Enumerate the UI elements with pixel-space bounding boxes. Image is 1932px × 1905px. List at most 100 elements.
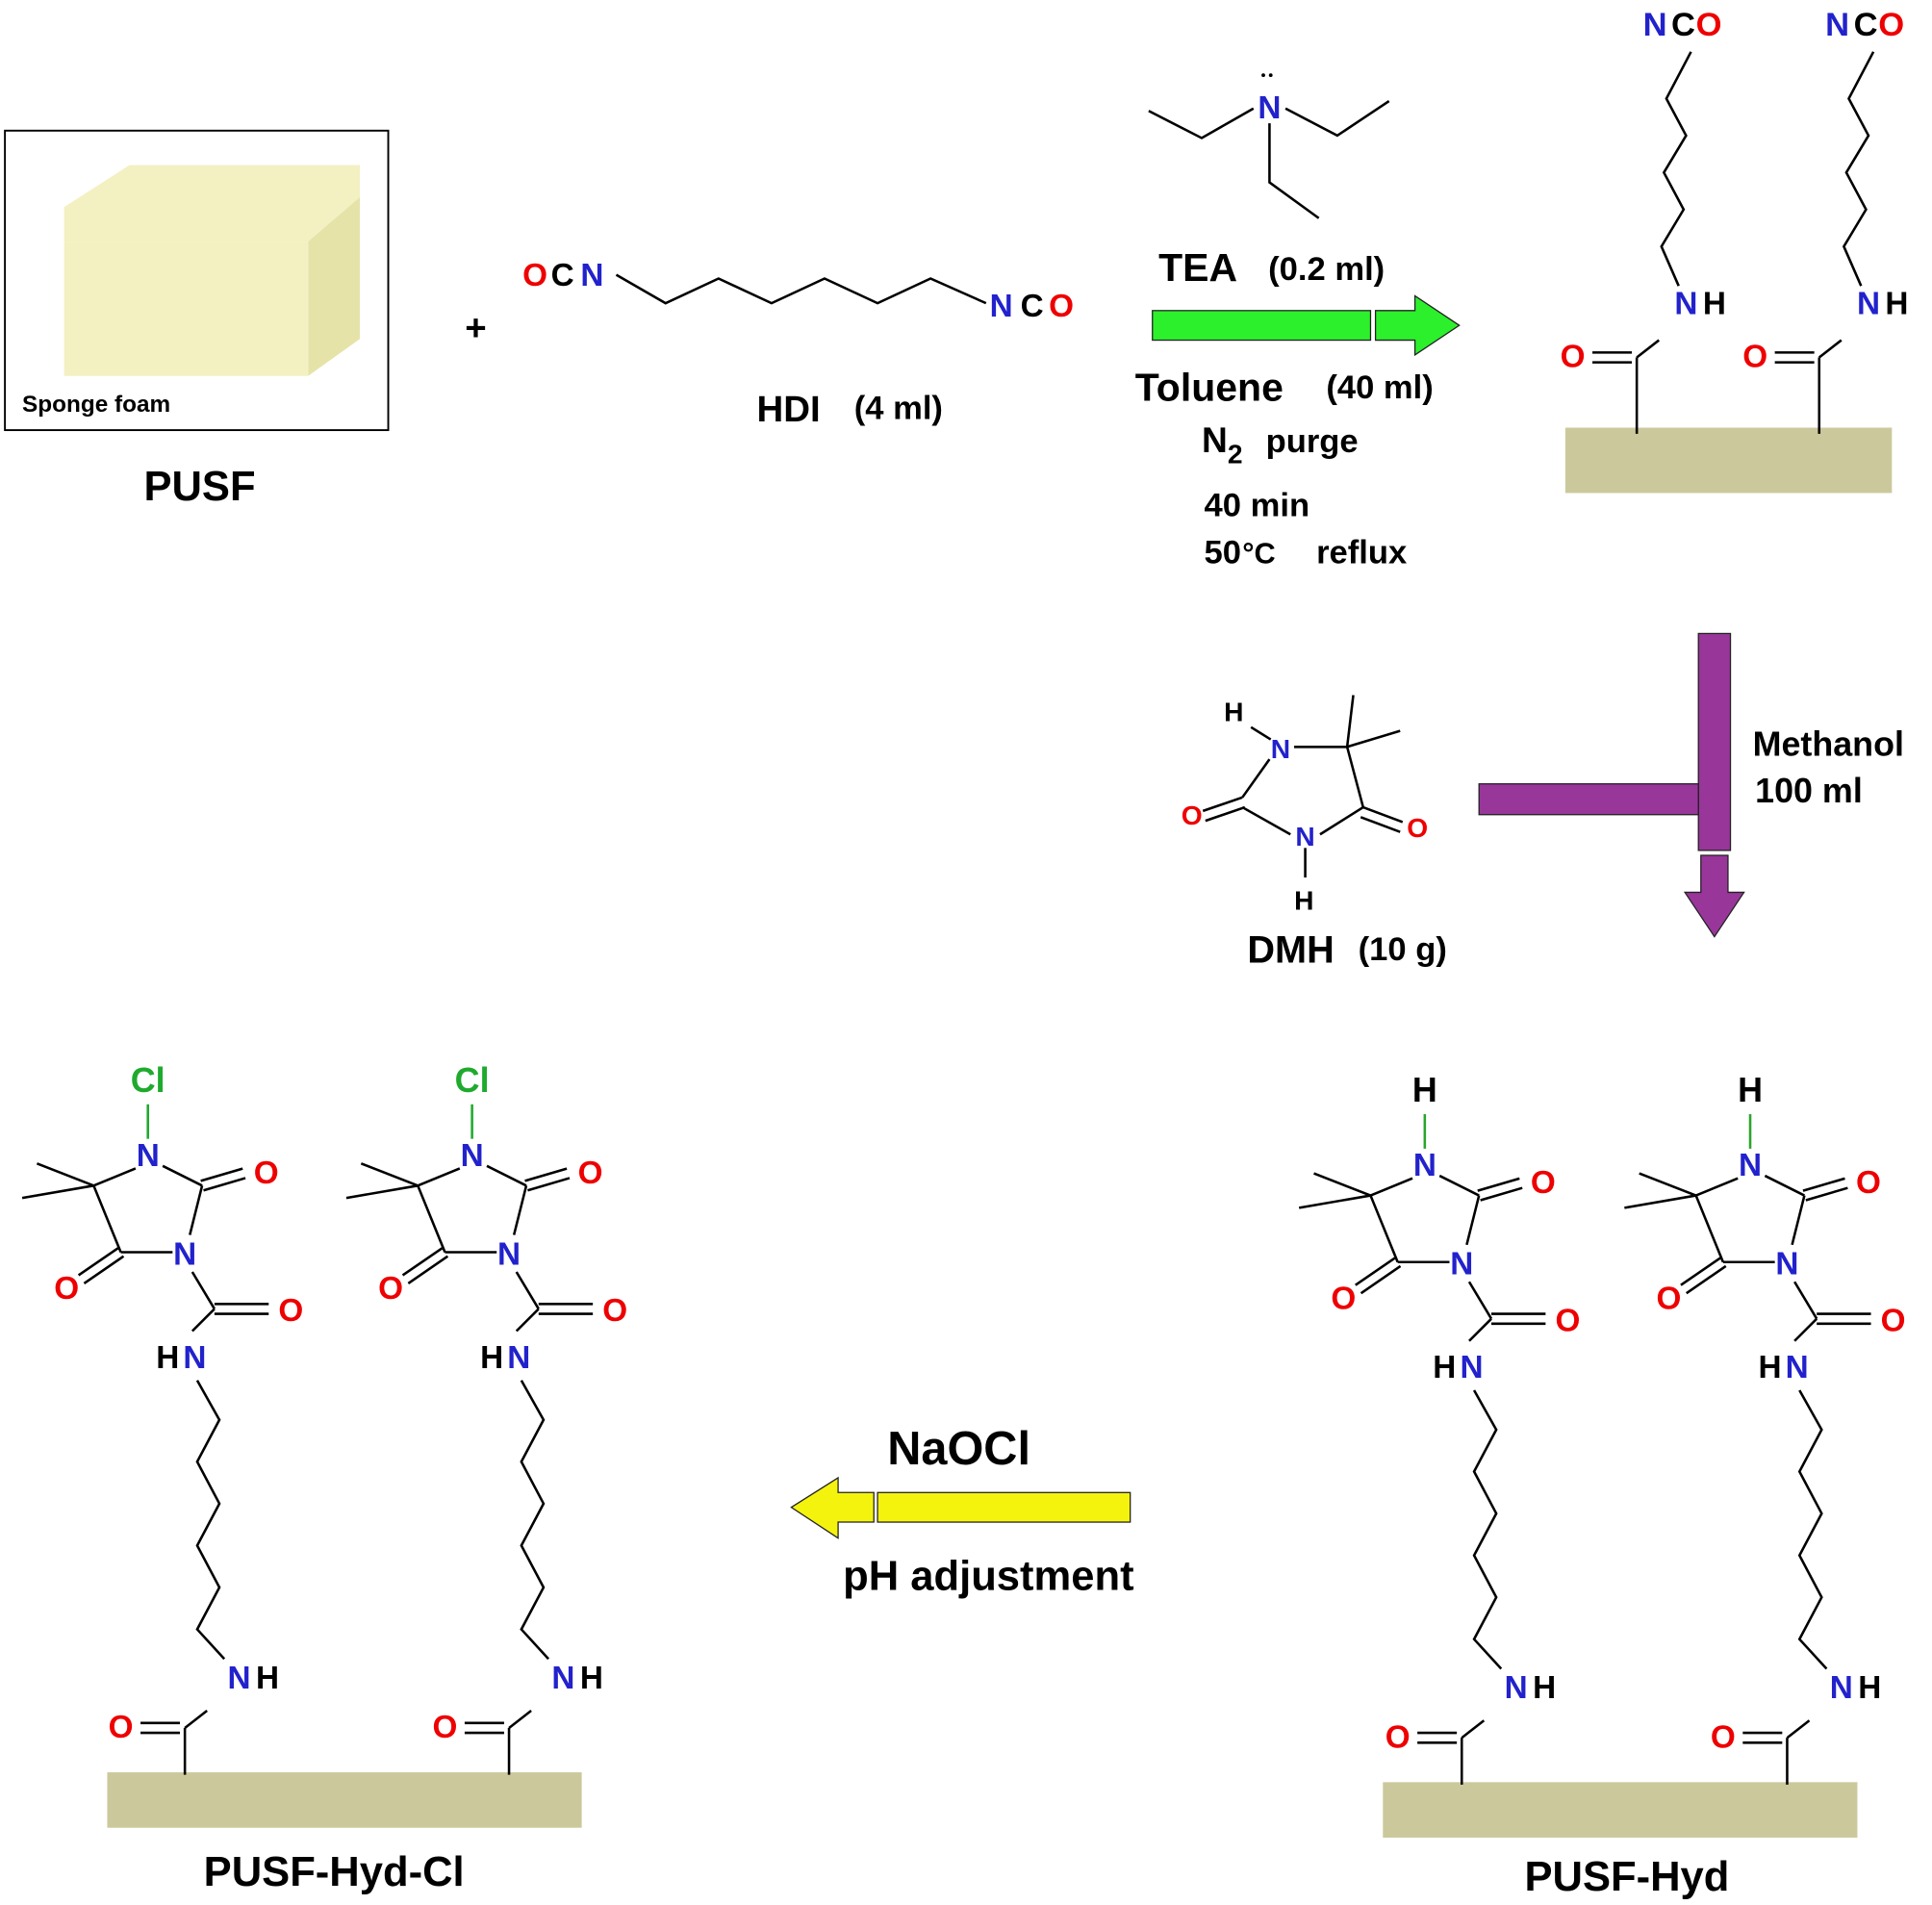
sponge-right-face	[308, 196, 361, 376]
hdi-left-n: N	[580, 258, 603, 293]
temp-unit: °C	[1242, 536, 1276, 570]
hdi-structure: O C N N C O	[522, 258, 1074, 324]
hdi-chain	[615, 273, 987, 305]
plus-sign: +	[465, 308, 486, 349]
p1c2-c4-carbonyl	[1680, 1257, 1721, 1286]
arrow-step3-shaft	[877, 1491, 1131, 1523]
dmh-bond	[1319, 805, 1364, 836]
p1c2-methyl	[1639, 1172, 1697, 1197]
p1c2-c2-carbonyl	[1802, 1177, 1845, 1192]
dmh-bond	[1241, 758, 1271, 799]
hdi-label: HDI	[757, 389, 821, 430]
tea-label: TEA	[1158, 245, 1237, 290]
arrow-step1-shaft	[1152, 310, 1372, 342]
p1c2-ring-bond	[1764, 1174, 1805, 1197]
p1c1-urea-nh-bond	[1468, 1317, 1492, 1342]
nco-nitrogen: N	[1643, 7, 1667, 43]
p1c1-c4-carbonyl	[1360, 1264, 1402, 1295]
p2c1-c4-carbonyl	[83, 1255, 125, 1284]
p2c1-urea-bond	[191, 1271, 216, 1310]
photo-caption: Sponge foam	[22, 392, 170, 418]
tea-bottom-ethyl	[1268, 123, 1320, 219]
p2c1-n1-substituent: Cl	[131, 1061, 165, 1100]
p2c1-urea-oxygen: O	[278, 1293, 303, 1329]
nco-oxygen: O	[1696, 7, 1722, 43]
nco-carbon: C	[1671, 7, 1695, 43]
gas-purge-text: purge	[1266, 423, 1359, 460]
p1c1-methyl	[1298, 1194, 1371, 1209]
amide-hydrogen: H	[1885, 287, 1908, 322]
p2c2-amide-hydrogen: H	[580, 1661, 603, 1696]
hdi-left-o: O	[522, 258, 547, 293]
hdi-amount: (4 ml)	[854, 391, 943, 427]
hdi-right-o: O	[1049, 289, 1074, 324]
temperature-label: 50 °C reflux	[1205, 534, 1408, 571]
gas-subscript: 2	[1228, 439, 1243, 470]
p1c2-amide-nitrogen: N	[1830, 1670, 1853, 1706]
p2c2-hn-nitrogen: N	[507, 1340, 530, 1376]
p1c2-amide-hydrogen: H	[1858, 1670, 1881, 1706]
p1c1-methyl	[1313, 1172, 1371, 1197]
p2c1-c4-carbonyl	[77, 1247, 119, 1277]
p2c1-hn-nitrogen: N	[183, 1340, 206, 1376]
p2c1-ring-bond	[92, 1167, 137, 1187]
p1c2-n1-substituent: H	[1738, 1071, 1763, 1109]
arrow-step1-head	[1374, 294, 1461, 357]
carbonyl-oxygen: O	[109, 1710, 134, 1745]
p1c1-urea-oxygen: O	[1555, 1303, 1580, 1338]
p1c2-hexyl-chain	[1797, 1389, 1828, 1670]
hdi-left-c: C	[551, 258, 574, 293]
hexyl-chain	[1660, 51, 1692, 287]
p2c2-c4-carbonyl	[407, 1255, 449, 1284]
p2c1-amide-nitrogen: N	[227, 1661, 250, 1696]
p1c2-c2-oxygen: O	[1856, 1165, 1881, 1201]
p2c1-ring-n1: N	[137, 1138, 160, 1174]
p2c1-methyl	[21, 1184, 94, 1200]
p2c1-c2-carbonyl	[200, 1167, 243, 1182]
tea-lone-pair	[1268, 73, 1273, 78]
p2c2-amide-nitrogen: N	[551, 1661, 574, 1696]
p2c2-methyl	[345, 1184, 419, 1200]
p2c2-urea-oxygen: O	[602, 1293, 627, 1329]
arrow-step3	[790, 1476, 1131, 1539]
dmh-bond	[1345, 746, 1365, 808]
p1c1-hexyl-chain	[1472, 1389, 1503, 1670]
p2c1-hexyl-chain	[195, 1380, 226, 1661]
p1c2-hn-nitrogen: N	[1786, 1350, 1809, 1385]
p2c1-amide-hydrogen: H	[256, 1661, 279, 1696]
arrow-step2-vertical	[1697, 632, 1732, 851]
temp-value: 50	[1205, 534, 1241, 571]
product2-surface	[107, 1772, 582, 1828]
dmh-bond	[1241, 805, 1291, 836]
nco-carbon: C	[1854, 7, 1878, 43]
amide-nitrogen: N	[1857, 287, 1880, 322]
p1c1-urea-bond	[1467, 1281, 1493, 1320]
tea-lone-pair	[1261, 73, 1265, 78]
dmh-amount: (10 g)	[1359, 931, 1447, 968]
dmh-bond	[1205, 805, 1246, 823]
amide-bond	[1786, 1719, 1811, 1740]
p1c1-amide-hydrogen: H	[1533, 1670, 1556, 1706]
p1c1-ring-bond	[1369, 1195, 1399, 1263]
tea-left-ethyl	[1148, 107, 1255, 140]
p1c1-hn-hydrogen: H	[1433, 1350, 1456, 1385]
dmh-bond	[1202, 796, 1243, 813]
p2c2-ring-n3: N	[497, 1236, 521, 1272]
p2c2-c4-oxygen: O	[378, 1271, 403, 1307]
dmh-methyl	[1346, 729, 1401, 749]
sponge-top-face	[64, 165, 361, 242]
p2c1-ring-bond	[162, 1164, 203, 1187]
p1c1-c4-carbonyl	[1355, 1257, 1396, 1286]
p2c2-c4-carbonyl	[401, 1247, 444, 1277]
p2c2-ring-bond	[417, 1167, 461, 1187]
p1c1-ring-n3: N	[1450, 1247, 1473, 1283]
p1c1-ring-bond	[1438, 1174, 1480, 1197]
amide-bond	[508, 1710, 532, 1729]
p2c2-c2-carbonyl	[527, 1177, 571, 1192]
p1c2-c4-carbonyl	[1686, 1264, 1727, 1295]
